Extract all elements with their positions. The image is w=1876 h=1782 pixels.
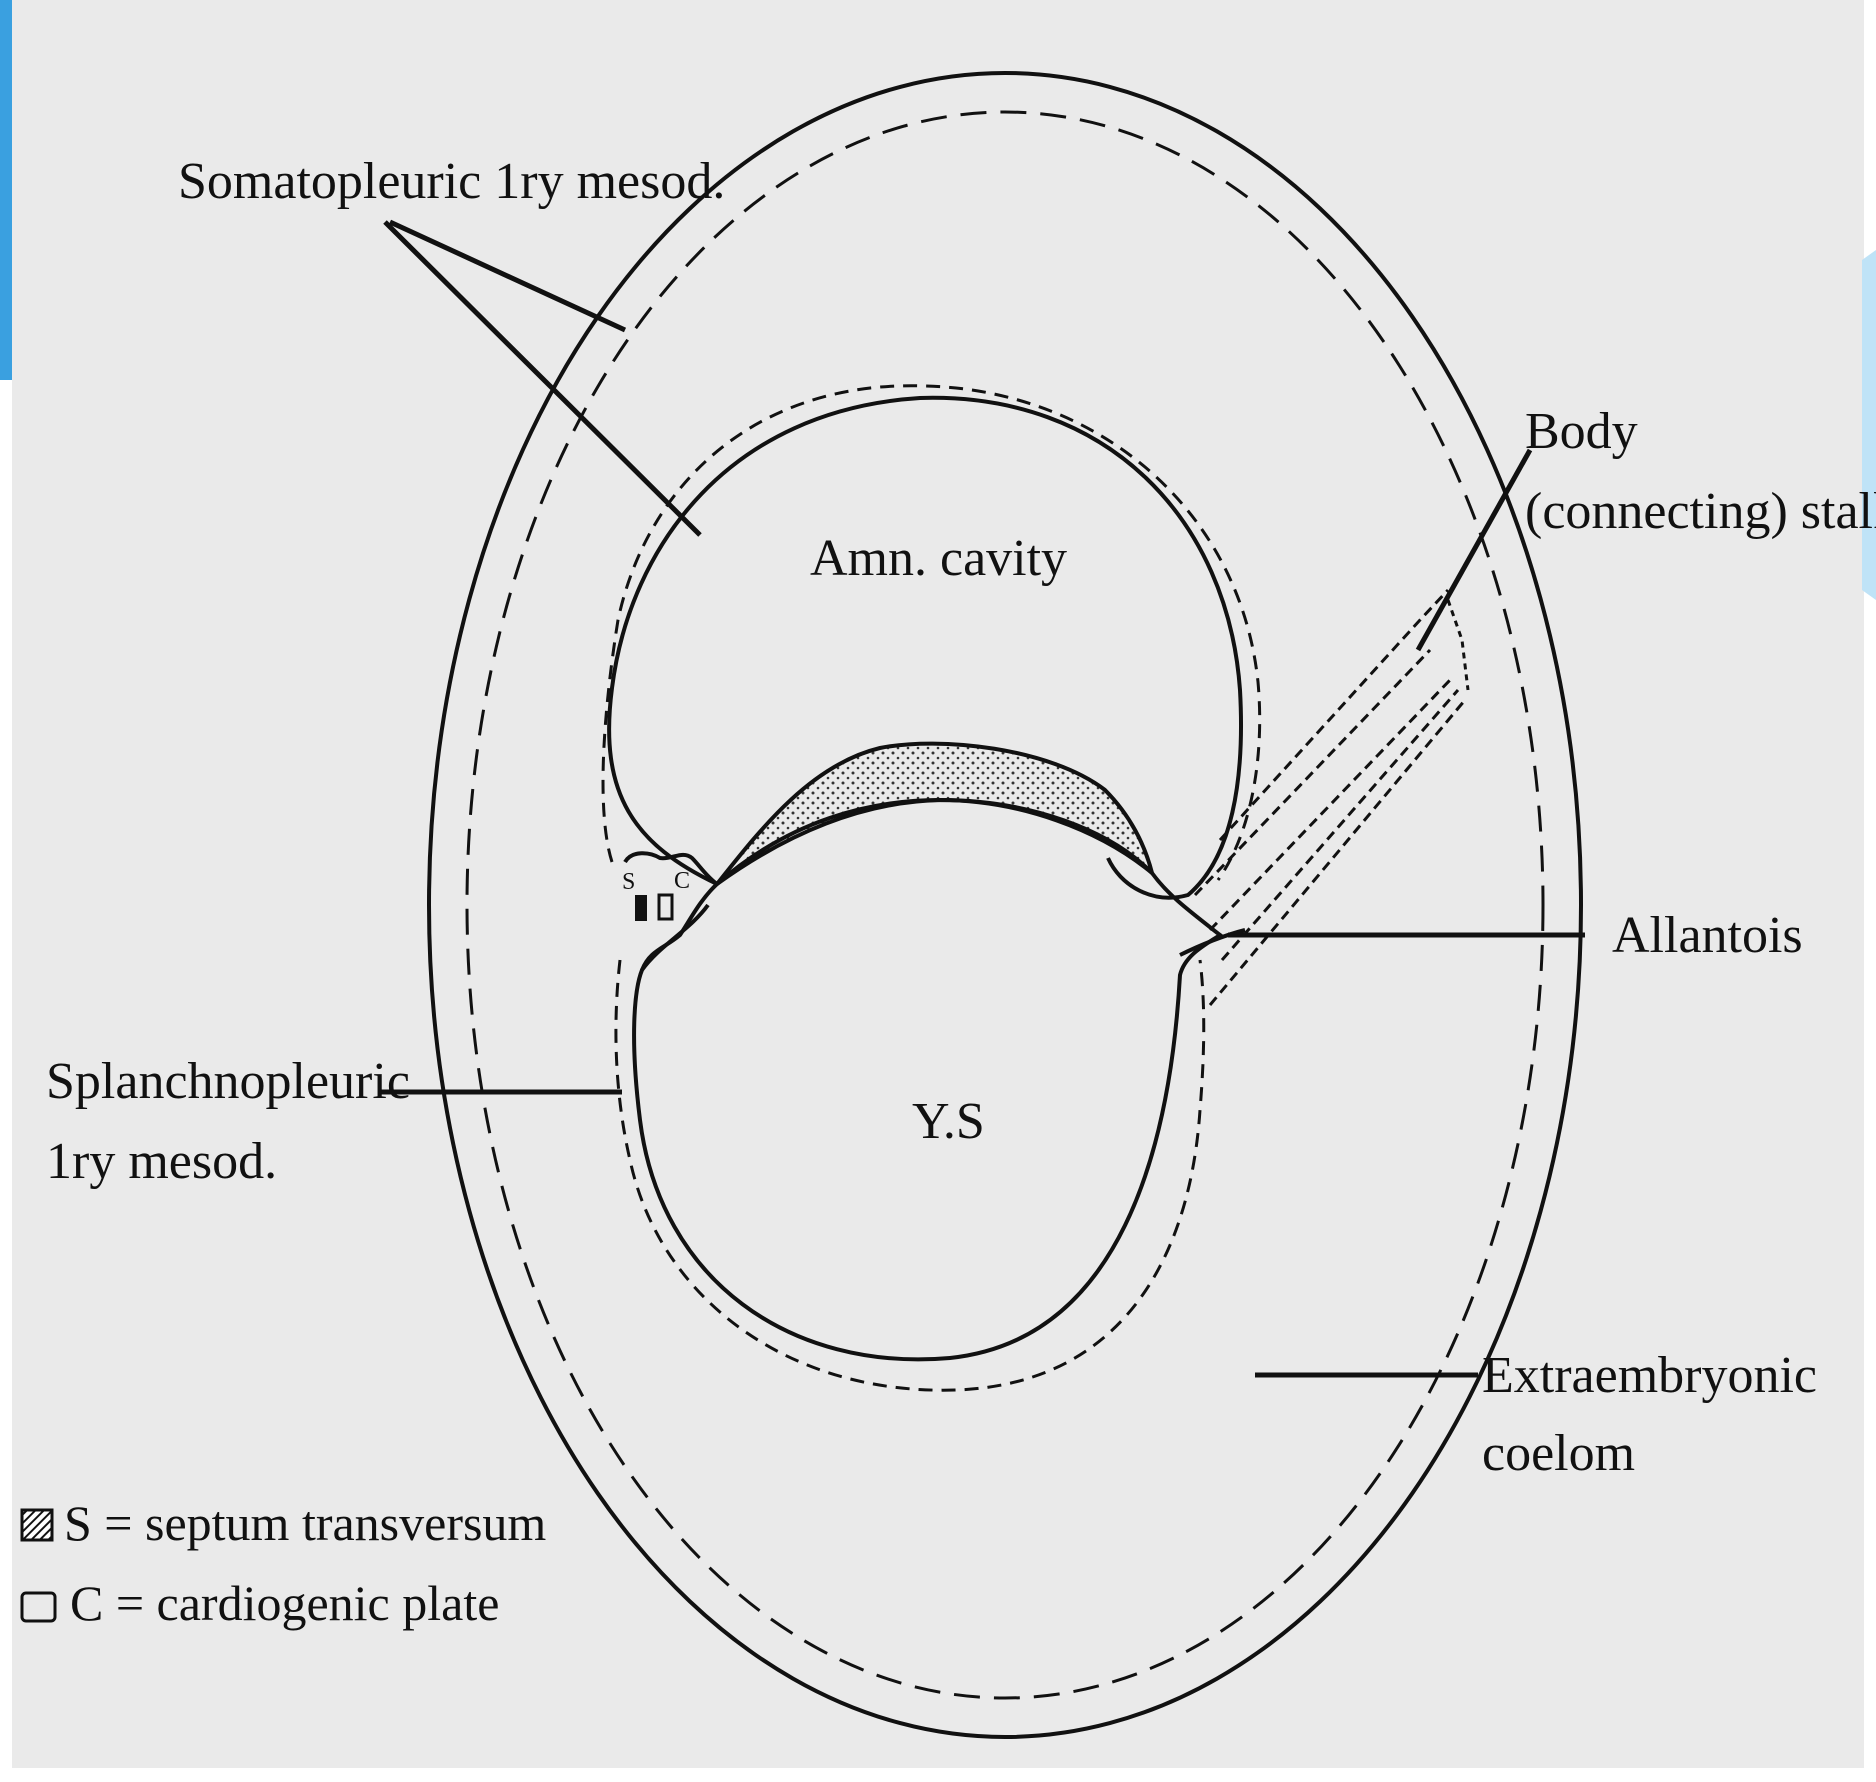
mark-c-label: C	[674, 868, 690, 894]
mark-s-label: S	[622, 869, 635, 895]
stalk-edge-top	[1218, 588, 1450, 842]
stalk-edge-bottom	[1208, 699, 1467, 1006]
stalk-edge-lower	[1220, 689, 1460, 961]
legend-cardiogenic-text: C = cardiogenic plate	[70, 1575, 499, 1631]
extraembryonic-label-line2: coelom	[1482, 1425, 1635, 1482]
extraembryonic-label-line1: Extraembryonic	[1482, 1347, 1817, 1404]
amnion-wall-dashed	[601, 384, 1262, 881]
septum-cardiogenic-region: S C	[622, 851, 721, 971]
amniotic-sac	[601, 384, 1262, 900]
legend: S = septum transversum C = cardiogenic p…	[20, 1495, 546, 1631]
head-fold-outline	[623, 851, 721, 971]
yolk-sac	[614, 797, 1224, 1392]
amnion-wall-solid	[607, 395, 1244, 900]
outer-chorion-dashed	[465, 110, 1545, 1700]
stalk-edge-mid2	[1208, 678, 1452, 932]
splanchnopleuric-label-line1: Splanchnopleuric	[46, 1053, 410, 1110]
legend-septum-text: S = septum transversum	[64, 1495, 546, 1551]
open-square-icon	[20, 1591, 57, 1623]
body-stalk-label-line2: (connecting) stalk	[1525, 483, 1876, 540]
body-stalk-label-line1: Body	[1525, 403, 1638, 460]
figure-background	[12, 0, 1864, 1768]
right-blue-accent	[1862, 250, 1876, 600]
outer-chorion-solid	[427, 71, 1583, 1739]
allantois-label: Allantois	[1612, 907, 1803, 964]
stalk-chorion-junction	[1446, 599, 1470, 691]
septum-transversum-mark	[635, 895, 647, 921]
hatched-square-icon	[20, 1508, 54, 1542]
leader-lines	[378, 219, 1585, 1378]
yolk-sac-wall-solid	[632, 797, 1224, 1362]
leader-somatopleuric-outer	[388, 219, 627, 333]
leader-somatopleuric-inner	[383, 220, 702, 537]
outer-chorion	[427, 71, 1583, 1739]
leader-body-stalk	[1415, 448, 1533, 652]
splanchnopleuric-label-line2: 1ry mesod.	[46, 1133, 277, 1190]
cardiogenic-plate-mark	[657, 893, 674, 921]
body-stalk	[1193, 588, 1470, 1006]
somatopleuric-label: Somatopleuric 1ry mesod.	[178, 153, 725, 210]
left-blue-bar	[0, 0, 12, 380]
yolk-sac-wall-dashed	[614, 959, 1206, 1392]
amnion-cavity-label: Amn. cavity	[810, 530, 1067, 587]
allantois-duct	[1179, 928, 1246, 957]
stalk-edge-mid1	[1193, 648, 1432, 897]
yolk-sac-label: Y.S	[912, 1093, 985, 1150]
